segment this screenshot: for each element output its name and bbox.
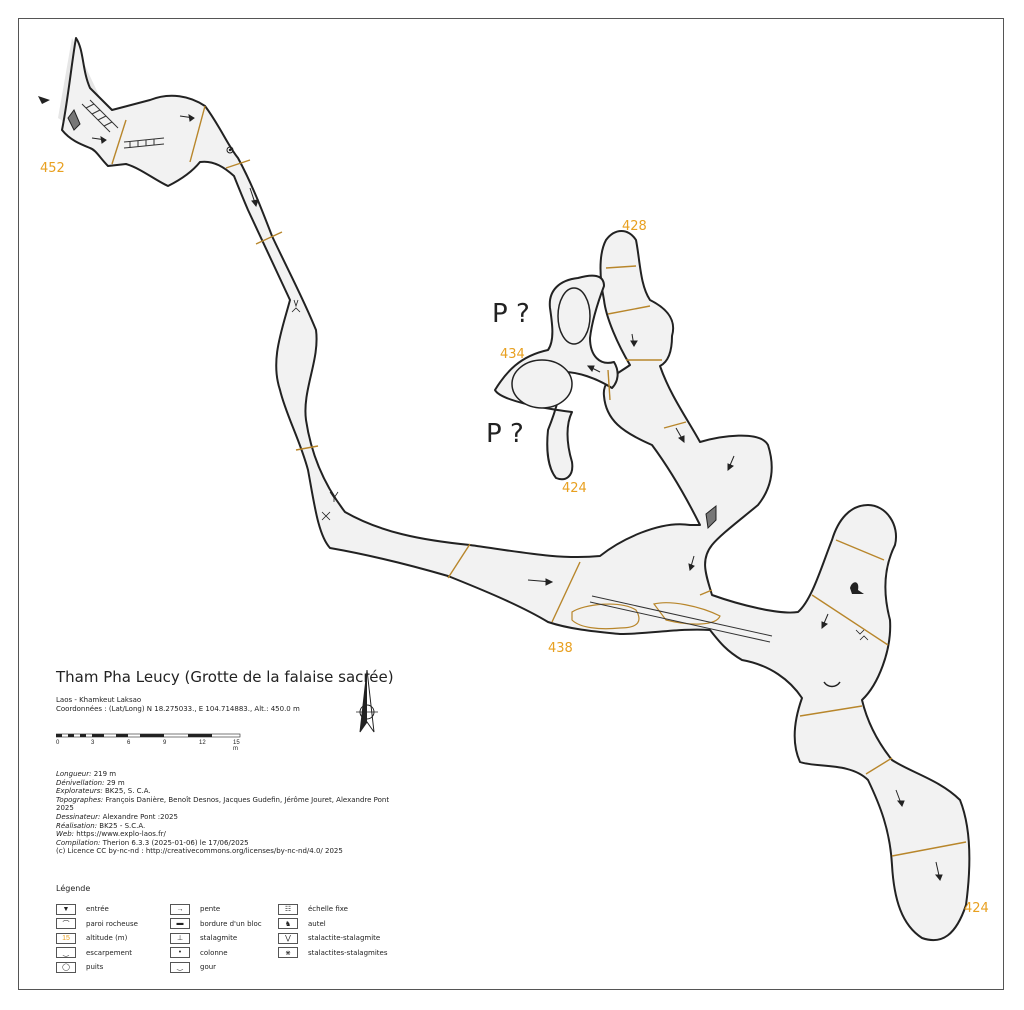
info-line: 2025 xyxy=(56,804,74,813)
rock-wall-icon: ⌒ xyxy=(56,918,76,930)
legend-column: ☷échelle fixe ♞autel ⋁stalactite-stalagm… xyxy=(278,902,388,960)
speleothem-marks xyxy=(291,299,869,688)
title-block: Tham Pha Leucy (Grotte de la falaise sac… xyxy=(56,668,396,714)
legend-item: ♞autel xyxy=(278,917,388,932)
fixed-ladder-icon: ☷ xyxy=(278,903,298,915)
ladder-icons xyxy=(81,99,773,643)
escarpment-icon: ‿ xyxy=(56,947,76,959)
column-icon: • xyxy=(170,947,190,959)
legend-title: Légende xyxy=(56,884,91,893)
altitude-label: 438 xyxy=(548,641,573,656)
altitude-icon: 15 xyxy=(56,932,76,944)
entrance-icon xyxy=(38,96,50,104)
legend-item: ⌒paroi rocheuse xyxy=(56,917,138,932)
legend-item: ▬bordure d'un bloc xyxy=(170,917,262,932)
info-line: Réalisation: BK25 - S.C.A. xyxy=(56,821,146,830)
slope-arrows xyxy=(91,114,943,881)
slope-icon: → xyxy=(170,903,190,915)
altitude-label: 424 xyxy=(562,481,587,496)
legend-item: ⋁stalactite-stalagmite xyxy=(278,931,388,946)
legend-item: ⋇stalactites-stalagmites xyxy=(278,946,388,961)
scale-bar: 0 3 6 9 12 15 m xyxy=(55,732,246,754)
legend-item: ‿escarpement xyxy=(56,946,138,961)
info-line: Compilation: Therion 6.3.3 (2025-01-06) … xyxy=(56,838,249,847)
block-icon xyxy=(705,504,717,530)
pit-upper xyxy=(557,287,591,345)
info-line: Explorateurs: BK25, S. C.A. xyxy=(56,787,151,796)
legend-item: ◯puits xyxy=(56,960,138,975)
stalactites-stalagmites-icon: ⋇ xyxy=(278,947,298,959)
scale-tick-label: 12 xyxy=(199,740,206,746)
info-line: Longueur: 219 m xyxy=(56,770,117,778)
scale-tick-label: 6 xyxy=(127,740,131,746)
survey-info: Longueur: 219 m Dénivellation: 29 m Expl… xyxy=(56,770,406,856)
column-icon xyxy=(226,146,234,154)
gour-icon: ‿ xyxy=(170,961,190,973)
info-line: Dessinateur: Alexandre Pont :2025 xyxy=(56,812,178,821)
legend-item: ‿gour xyxy=(170,960,262,975)
altar-icon: ♞ xyxy=(278,918,298,930)
legend-column: →pente ▬bordure d'un bloc ⊥stalagmite •c… xyxy=(170,902,262,975)
scale-tick-label: 0 xyxy=(56,740,60,746)
block-outline-2 xyxy=(652,602,721,625)
legend-item: ▼entrée xyxy=(56,902,138,917)
entrance-icon: ▼ xyxy=(56,903,76,915)
station-lines xyxy=(111,105,967,857)
legend-item: →pente xyxy=(170,902,262,917)
scale-tick-label: 15 m xyxy=(233,740,240,752)
map-frame xyxy=(18,18,1004,990)
altitude-label: 434 xyxy=(500,347,525,362)
legend-item: •colonne xyxy=(170,946,262,961)
info-line: Topographes: François Danière, Benoît De… xyxy=(56,795,390,804)
legend-item: ☷échelle fixe xyxy=(278,902,388,917)
altar-icon xyxy=(850,582,864,594)
legend-item: ⊥stalagmite xyxy=(170,931,262,946)
region-text: Laos - Khamkeut Laksao xyxy=(56,696,142,704)
stalagmite-icon: ⊥ xyxy=(170,932,190,944)
cave-passage-main xyxy=(61,37,971,942)
altitude-label: 428 xyxy=(622,219,647,234)
altitude-label: 452 xyxy=(40,161,65,176)
unknown-pit-label: P ? xyxy=(492,299,530,329)
scale-tick-label: 3 xyxy=(91,740,95,746)
map-title: Tham Pha Leucy (Grotte de la falaise sac… xyxy=(56,668,394,686)
stalactite-stalagmite-icon: ⋁ xyxy=(278,932,298,944)
altitude-label: 424 xyxy=(964,901,989,916)
info-line: Web: https://www.explo-laos.fr/ xyxy=(56,830,166,839)
info-line: (c) Licence CC by-nc-nd : http://creativ… xyxy=(56,847,343,856)
entrance-block xyxy=(67,109,81,131)
pit-lower xyxy=(511,359,573,409)
pit-icon: ◯ xyxy=(56,961,76,973)
coordinates-text: Coordonnées : (Lat/Long) N 18.275033., E… xyxy=(56,705,300,713)
info-line: Dénivellation: 29 m xyxy=(56,778,125,787)
north-arrow-icon xyxy=(356,669,378,733)
unknown-pit-label: P ? xyxy=(486,419,524,449)
block-icon: ▬ xyxy=(170,918,190,930)
scale-tick-label: 9 xyxy=(163,740,167,746)
